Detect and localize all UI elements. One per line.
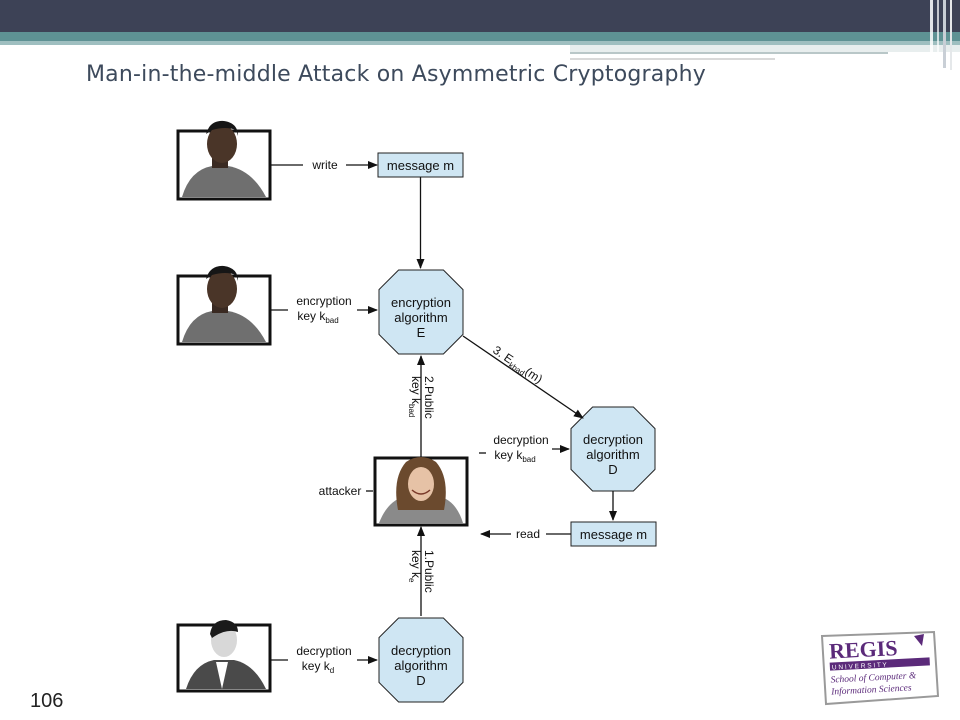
logo-school-line2: Information Sciences (830, 682, 912, 697)
enc-algo-line1: encryption (391, 295, 451, 310)
step3-suffix: (m) (522, 365, 545, 387)
dec-key-mid-line1: decryption (493, 433, 548, 447)
svg-text:3. Ekbad(m): 3. Ekbad(m) (489, 343, 545, 388)
step1-line2: key ke (407, 550, 423, 583)
slide-title: Man-in-the-middle Attack on Asymmetric C… (86, 62, 707, 87)
dec-key-bottom-line1: decryption (296, 644, 351, 658)
step1-label: 1.Public key ke (407, 550, 436, 593)
step2-line2-text: key k (409, 376, 423, 405)
dec-key-mid-sub: bad (522, 455, 535, 464)
enc-algo-line3: E (417, 325, 426, 340)
regis-logo: REGIS U N I V E R S I T Y School of Comp… (820, 630, 940, 706)
dec-key-mid-text: key k (494, 448, 523, 462)
attacker-label: attacker (319, 484, 362, 498)
step2-label: 2.Public key kbad (407, 376, 436, 419)
enc-algo-line2: algorithm (394, 310, 447, 325)
enc-key-label-line2: key kbad (297, 309, 338, 325)
person-icon (182, 120, 266, 197)
attacker-portrait (373, 456, 469, 527)
dec-key-bottom-text: key k (302, 659, 331, 673)
step2-sub: bad (407, 404, 416, 417)
decryption-algorithm-octagon-middle (570, 406, 656, 492)
arrow-step3 (462, 335, 584, 419)
message-bottom-label: message m (580, 527, 647, 542)
dec-algo-bottom-line1: decryption (391, 643, 451, 658)
logo-school-line1: School of Computer & (830, 670, 917, 686)
message-top-label: message m (387, 158, 454, 173)
receiver-portrait (176, 620, 272, 693)
logo-band (829, 657, 930, 671)
dec-algo-bottom-line2: algorithm (394, 658, 447, 673)
decryption-algorithm-octagon-bottom (378, 617, 464, 703)
dec-algo-bottom-line3: D (416, 673, 425, 688)
encryption-algorithm-octagon (378, 269, 464, 355)
dec-key-bottom-line2: key kd (302, 659, 334, 675)
step3-label: 3. Ekbad(m) (489, 343, 545, 388)
dec-key-bottom-sub: d (330, 666, 334, 675)
header-bar (0, 0, 960, 70)
sender-portrait-top (176, 120, 272, 201)
enc-key-label-sub: bad (325, 316, 338, 325)
sender-portrait-middle (176, 265, 272, 346)
write-label: write (311, 158, 338, 172)
page-number: 106 (30, 690, 64, 712)
read-label: read (516, 527, 540, 541)
logo-university: U N I V E R S I T Y (832, 662, 888, 672)
dec-key-mid-line2: key kbad (494, 448, 535, 464)
step2-line2: key kbad (407, 376, 423, 417)
message-box-bottom (570, 521, 657, 547)
logo-crest-icon (914, 634, 924, 646)
dec-algo-mid-line1: decryption (583, 432, 643, 447)
step1-line2-text: key k (409, 550, 423, 579)
dec-algo-mid-line3: D (608, 462, 617, 477)
step2-line1: 2.Public (422, 376, 436, 419)
person-icon (186, 620, 266, 689)
step1-sub: e (407, 578, 416, 583)
dec-algo-mid-line2: algorithm (586, 447, 639, 462)
person-icon (182, 265, 266, 342)
enc-key-label-text: key k (297, 309, 326, 323)
enc-key-label-line1: encryption (296, 294, 351, 308)
step1-line1: 1.Public (422, 550, 436, 593)
logo-name: REGIS (828, 635, 898, 664)
person-icon (379, 457, 463, 523)
